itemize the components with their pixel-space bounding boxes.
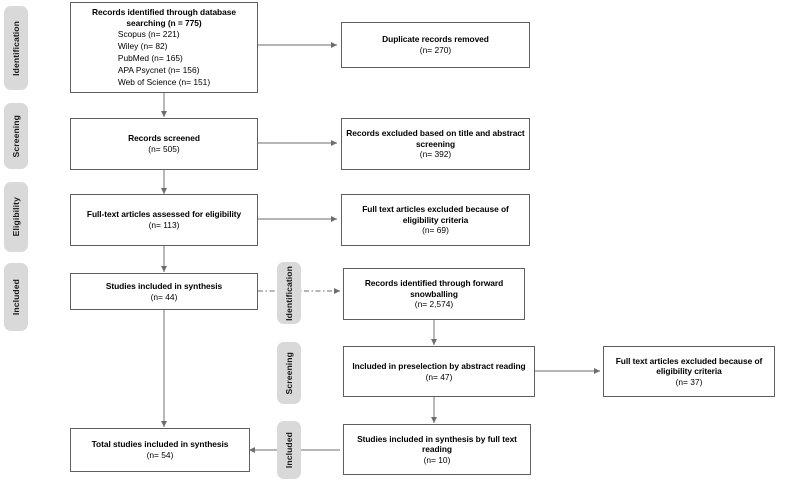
box-records-forward-snowballing: Records identified through forward snowb… [343,268,525,320]
box-title: Studies included in synthesis [105,280,223,291]
box-fulltext-assessed: Full-text articles assessed for eligibil… [70,194,258,246]
box-duplicates-removed: Duplicate records removed (n= 270) [341,22,530,68]
stage-label-text: Included [11,278,21,316]
box-title: Full text articles excluded because of e… [362,204,509,225]
box-count: (n= 69) [422,225,449,236]
stage-label-included-right: Included [277,421,301,479]
stage-label-screening-left: Screening [4,103,28,169]
box-title: Full text articles excluded because of e… [615,355,763,377]
source-item: Scopus (n= 221) [117,29,180,40]
box-count: (n= 44) [150,291,178,302]
box-count: (n= 270) [419,45,452,55]
box-total-studies-included: Total studies included in synthesis (n= … [70,428,250,472]
box-fulltext-excluded-eligibility: Full text articles excluded because of e… [341,194,530,246]
box-title: Total studies included in synthesis [91,439,229,450]
stage-label-screening-right: Screening [277,342,301,404]
stage-label-text: Included [284,431,294,469]
box-title: Full-text articles assessed for eligibil… [86,209,242,220]
source-item: PubMed (n= 165) [117,53,183,63]
source-item: APA Psycnet (n= 156) [117,64,200,75]
box-title: Records screened [128,133,200,144]
stage-label-included-left: Included [4,263,28,331]
box-count: (n= 47) [425,371,453,382]
box-count: (n= 113) [148,220,180,230]
stage-label-identification-left: Identification [4,6,28,90]
source-item: Web of Science (n= 151) [117,76,211,87]
stage-label-identification-right: Identification [277,262,301,324]
box-title: Records identified through database sear… [92,7,236,28]
box-included-preselection-abstract: Included in preselection by abstract rea… [343,346,535,397]
box-records-excluded-title-abstract: Records excluded based on title and abst… [341,118,530,170]
source-list: Scopus (n= 221) Wiley (n= 82) PubMed (n=… [118,29,210,89]
box-count: (n= 505) [148,144,180,154]
box-count: (n= 2,574) [414,299,454,310]
box-count: (n= 10) [423,454,451,465]
stage-label-text: Screening [11,114,21,158]
source-item: Wiley (n= 82) [117,41,168,52]
box-title: Included in preselection by abstract rea… [352,360,526,371]
box-title: Records identified through forward snowb… [364,278,504,299]
box-count: (n= 392) [419,149,452,160]
stage-label-eligibility-left: Eligibility [4,182,28,252]
stage-label-text: Eligibility [11,197,21,237]
stage-label-text: Identification [11,20,21,76]
box-count: (n= 54) [146,450,174,460]
stage-label-text: Screening [284,351,294,395]
box-studies-included-fulltext: Studies included in synthesis by full te… [343,424,531,475]
box-title: Duplicate records removed [382,34,489,45]
box-records-identified: Records identified through database sear… [70,2,258,93]
box-title: Records excluded based on title and abst… [346,128,525,149]
box-title: Studies included in synthesis by full te… [357,433,517,455]
stage-label-text: Identification [284,265,294,321]
box-studies-included-synthesis: Studies included in synthesis (n= 44) [70,273,258,310]
box-records-screened: Records screened (n= 505) [70,118,258,170]
box-fulltext-excluded-eligibility-2: Full text articles excluded because of e… [603,346,775,397]
box-count: (n= 37) [675,376,703,387]
